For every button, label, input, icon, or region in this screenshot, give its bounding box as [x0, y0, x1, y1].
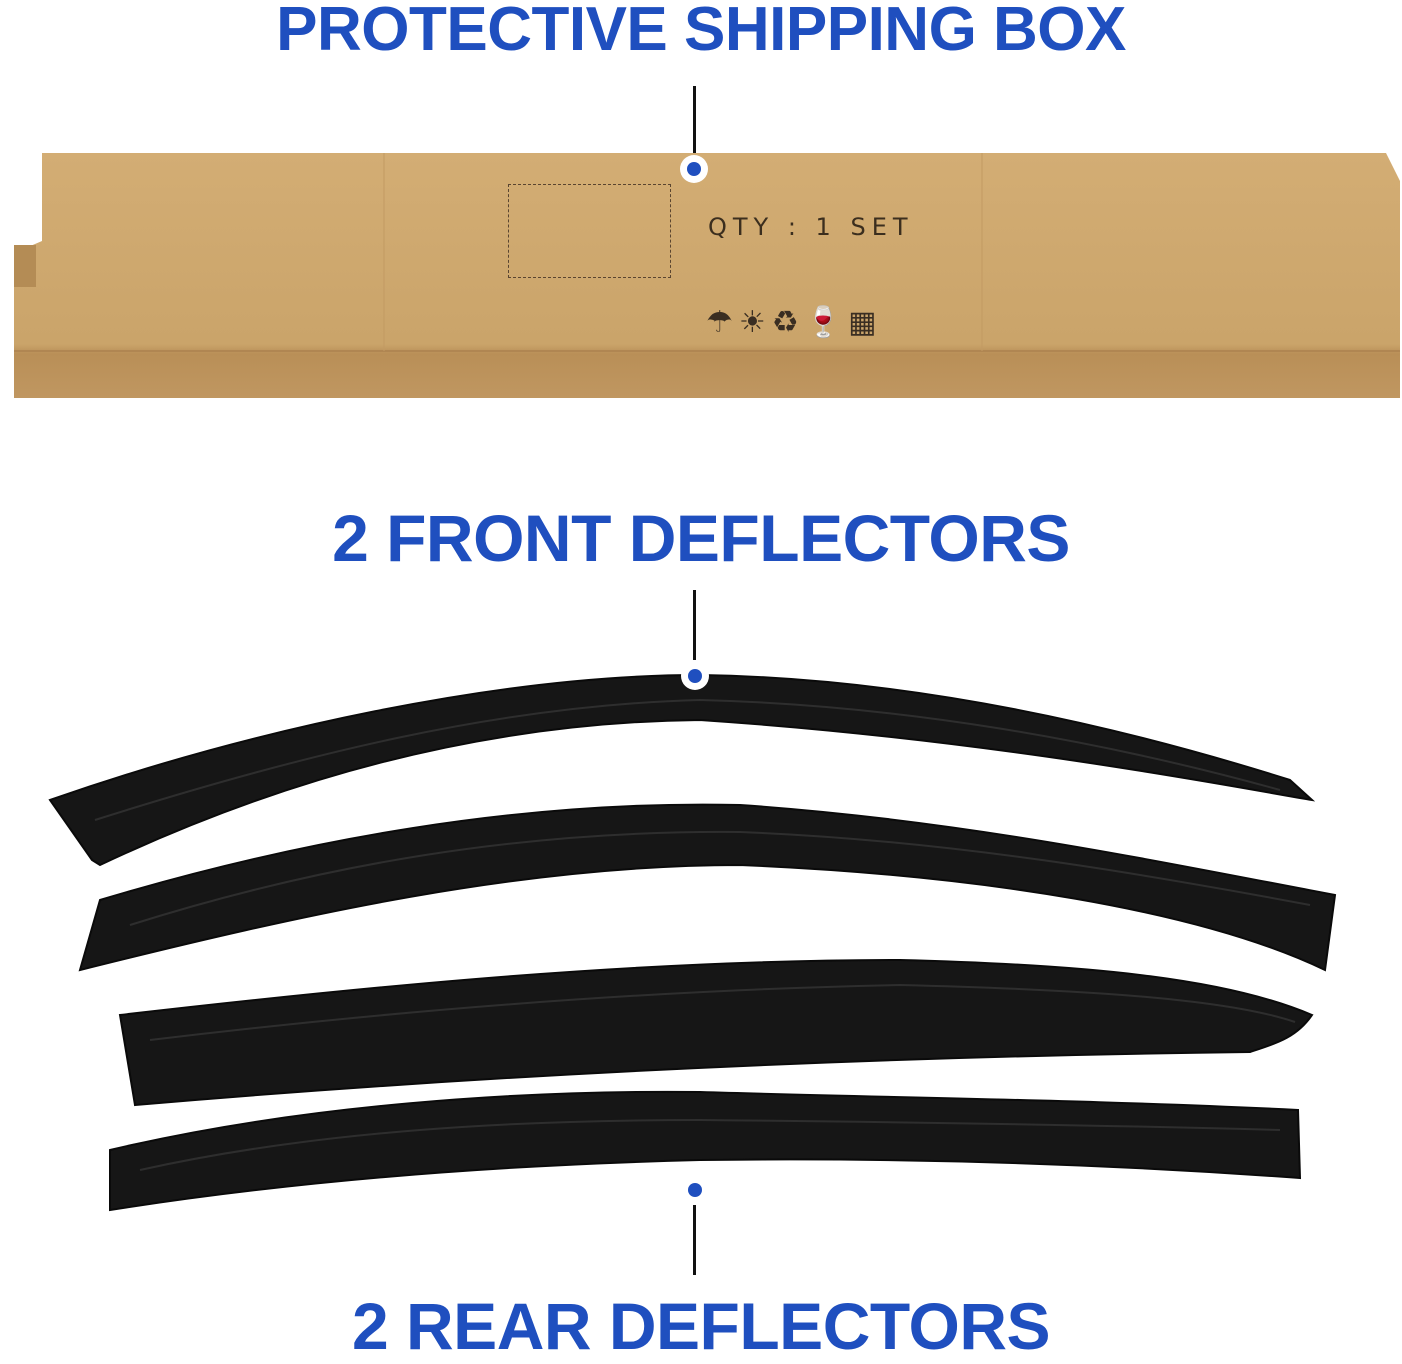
label-placeholder-area [508, 184, 671, 278]
callout-dot-box [680, 155, 708, 183]
box-qty-label: QTY : 1 SET [708, 213, 914, 241]
keep-dry-icon: ☂ [706, 306, 733, 339]
heading-protective-shipping-box: PROTECTIVE SHIPPING BOX [276, 0, 1126, 64]
callout-line-front [693, 590, 696, 660]
recycle-icon: ♻ [771, 306, 799, 339]
no-hooks-icon: ▦ [848, 306, 877, 339]
callout-dot-front [681, 662, 709, 690]
callout-line-box [693, 86, 696, 156]
keep-away-from-sun-icon: ☀ [738, 306, 766, 339]
callout-line-rear [693, 1205, 696, 1275]
shipping-box-image [14, 153, 1400, 398]
fragile-icon: 🍷 [804, 306, 843, 339]
handling-symbols: ☂ ☀ ♻ 🍷 ▦ [706, 305, 876, 340]
deflectors-image [48, 673, 1337, 1212]
callout-dot-rear [681, 1176, 709, 1204]
heading-front-deflectors: 2 FRONT DEFLECTORS [332, 501, 1070, 575]
heading-rear-deflectors: 2 REAR DEFLECTORS [351, 1289, 1051, 1363]
